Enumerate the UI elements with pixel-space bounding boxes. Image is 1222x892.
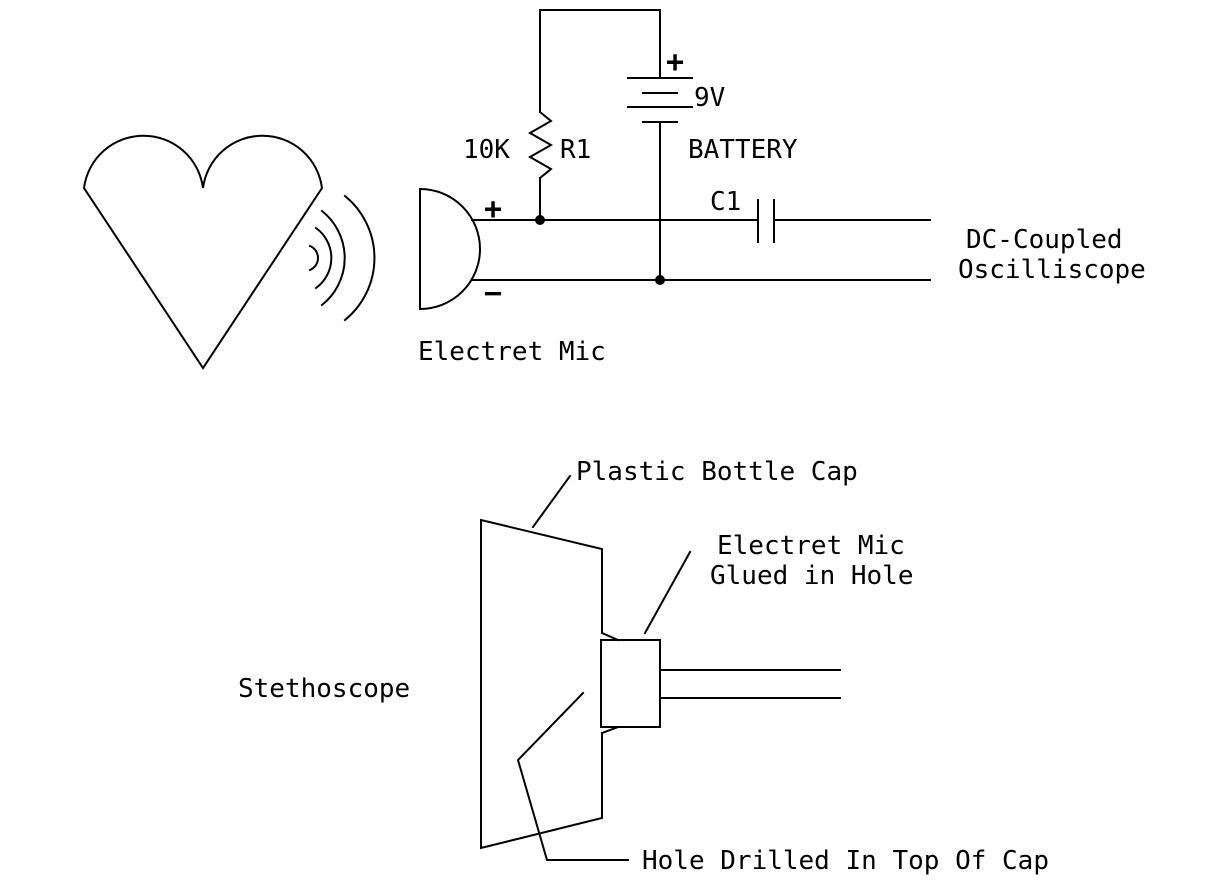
- sound-waves-icon: [308, 194, 376, 322]
- resistor-ref-label: R1: [560, 135, 591, 165]
- output-label-line1: DC-Coupled: [966, 225, 1123, 255]
- cap-label: Plastic Bottle Cap: [576, 457, 858, 487]
- cap-lip-top: [600, 631, 620, 642]
- bottle-cap: [480, 518, 603, 850]
- battery-plus-sign: +: [666, 45, 684, 80]
- mic-leader-line: [643, 550, 692, 635]
- resistor-r1: [527, 110, 554, 180]
- battery-voltage-label: 9V: [694, 83, 725, 113]
- mic-glued-label-line1: Electret Mic: [717, 531, 905, 561]
- mic-glued-label-line2: Glued in Hole: [710, 561, 914, 591]
- stethoscope-mic: [600, 639, 661, 728]
- resistor-value-label: 10K: [463, 135, 510, 165]
- junction-dot: [655, 275, 665, 285]
- hole-leader-line: [516, 691, 629, 861]
- heart-icon: [82, 134, 324, 370]
- mic-minus-sign: −: [484, 276, 502, 311]
- hole-label: Hole Drilled In Top Of Cap: [642, 846, 1049, 876]
- capacitor-ref-label: C1: [710, 187, 741, 217]
- mic-label: Electret Mic: [418, 337, 606, 367]
- cap-leader-line: [531, 474, 572, 529]
- capacitor-c1: [757, 199, 775, 243]
- battery-label: BATTERY: [688, 135, 798, 165]
- battery-9v: [627, 77, 693, 123]
- electret-mic-symbol: [419, 187, 481, 311]
- mic-plus-sign: +: [484, 192, 502, 227]
- output-label-line2: Oscilliscope: [958, 255, 1146, 285]
- stethoscope-label: Stethoscope: [238, 674, 410, 704]
- junction-dot: [535, 215, 545, 225]
